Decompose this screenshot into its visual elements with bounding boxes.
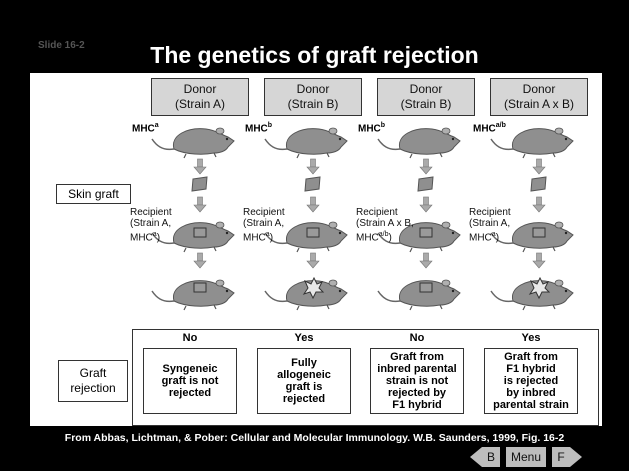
donor-mhc-label: MHCb bbox=[358, 122, 386, 135]
mouse-illustrations bbox=[151, 127, 574, 311]
rejection-verdict: Yes bbox=[294, 332, 314, 344]
graft-site-icon bbox=[419, 227, 433, 238]
arrow-down-icon bbox=[532, 252, 546, 269]
forward-arrow-icon[interactable] bbox=[570, 447, 582, 467]
back-button[interactable]: B bbox=[482, 447, 500, 467]
donor-mouse-icon bbox=[151, 127, 235, 159]
graft-site-icon bbox=[306, 227, 320, 238]
arrow-down-icon bbox=[193, 158, 207, 175]
figure-panel: Skin graft Graft rejection Donor(Strain … bbox=[30, 73, 602, 426]
accepted-graft-icon bbox=[193, 282, 207, 293]
donor-mhc-label: MHCa bbox=[132, 122, 159, 135]
navigation-bar: B Menu F bbox=[0, 447, 629, 467]
recipient-label: Recipient(Strain A x B,MHCa/b) bbox=[356, 207, 414, 244]
rejected-graft-icon bbox=[528, 276, 551, 300]
rejection-verdict: Yes bbox=[521, 332, 541, 344]
menu-button[interactable]: Menu bbox=[506, 447, 546, 467]
arrow-down-icon bbox=[532, 158, 546, 175]
recipient-label: Recipient(Strain A,MHCa) bbox=[469, 207, 511, 244]
skin-patch-icon bbox=[417, 176, 434, 192]
outcome-mouse-icon bbox=[151, 279, 235, 311]
graft-site-icon bbox=[532, 227, 546, 238]
donor-box: Donor(Strain A) bbox=[151, 78, 249, 116]
donor-mhc-label: MHCa/b bbox=[473, 122, 506, 135]
graft-rejection-label: Graft rejection bbox=[58, 360, 128, 402]
skin-patch-icon bbox=[304, 176, 321, 192]
arrow-down-icon bbox=[419, 158, 433, 175]
forward-button[interactable]: F bbox=[552, 447, 570, 467]
arrow-down-icon bbox=[419, 196, 433, 213]
skin-graft-label: Skin graft bbox=[56, 184, 131, 204]
donor-box: Donor(Strain A x B) bbox=[490, 78, 588, 116]
slide-number: Slide 16-2 bbox=[38, 40, 85, 51]
donor-box: Donor(Strain B) bbox=[264, 78, 362, 116]
skin-patch-icon bbox=[530, 176, 547, 192]
donor-box: Donor(Strain B) bbox=[377, 78, 475, 116]
recipient-label: Recipient(Strain A,MHCa) bbox=[130, 207, 172, 244]
arrow-down-icon bbox=[532, 196, 546, 213]
outcome-mouse-icon bbox=[377, 279, 461, 311]
rejection-verdict: No bbox=[409, 332, 425, 344]
donor-mouse-icon bbox=[264, 127, 348, 159]
donor-mouse-icon bbox=[377, 127, 461, 159]
arrow-down-icon bbox=[306, 252, 320, 269]
source-citation: From Abbas, Lichtman, & Pober: Cellular … bbox=[64, 432, 565, 444]
recipient-label: Recipient(Strain A,MHCa) bbox=[243, 207, 285, 244]
accepted-graft-icon bbox=[419, 282, 433, 293]
arrow-down-icon bbox=[306, 196, 320, 213]
arrow-down-icon bbox=[419, 252, 433, 269]
back-arrow-icon[interactable] bbox=[470, 447, 482, 467]
slide-title: The genetics of graft rejection bbox=[150, 42, 479, 68]
skin-patch-icon bbox=[191, 176, 208, 192]
donor-mhc-label: MHCb bbox=[245, 122, 273, 135]
rejected-graft-icon bbox=[302, 276, 325, 300]
graft-site-icon bbox=[193, 227, 207, 238]
rejection-verdict: No bbox=[182, 332, 198, 344]
arrow-down-icon bbox=[193, 196, 207, 213]
arrow-down-icon bbox=[306, 158, 320, 175]
arrow-down-icon bbox=[193, 252, 207, 269]
